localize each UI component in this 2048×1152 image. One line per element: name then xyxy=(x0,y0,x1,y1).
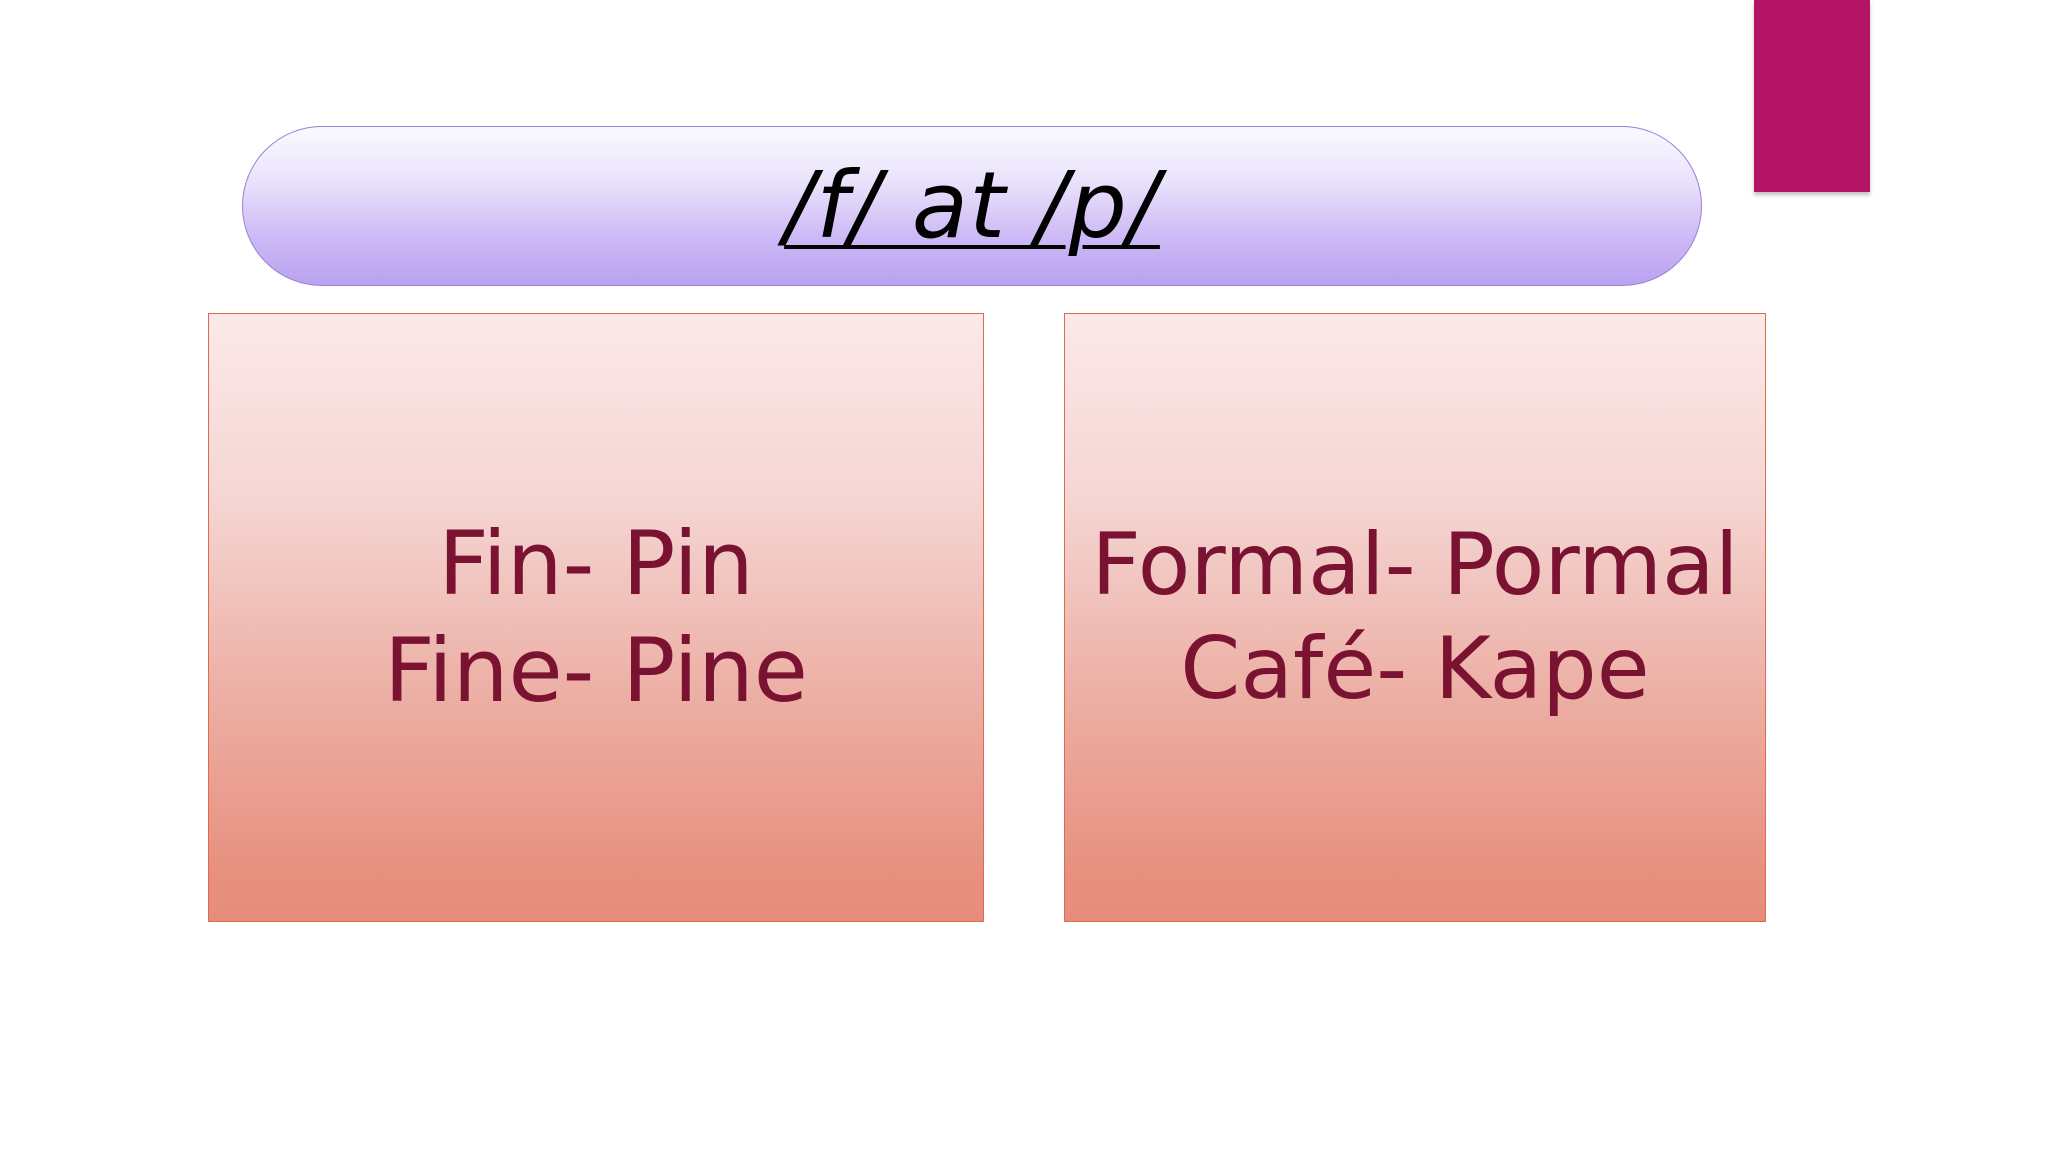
word-pair: Fine- Pine xyxy=(384,618,808,722)
title-banner: /f/ at /p/ xyxy=(242,126,1702,286)
word-pair: Café- Kape xyxy=(1180,618,1650,719)
word-pair: Formal- Pormal xyxy=(1091,515,1739,616)
right-word-box: Formal- Pormal Café- Kape xyxy=(1064,313,1766,922)
accent-bar xyxy=(1754,0,1870,192)
left-word-box: Fin- Pin Fine- Pine xyxy=(208,313,984,922)
slide-title: /f/ at /p/ xyxy=(784,152,1160,259)
word-pair: Fin- Pin xyxy=(438,511,754,615)
